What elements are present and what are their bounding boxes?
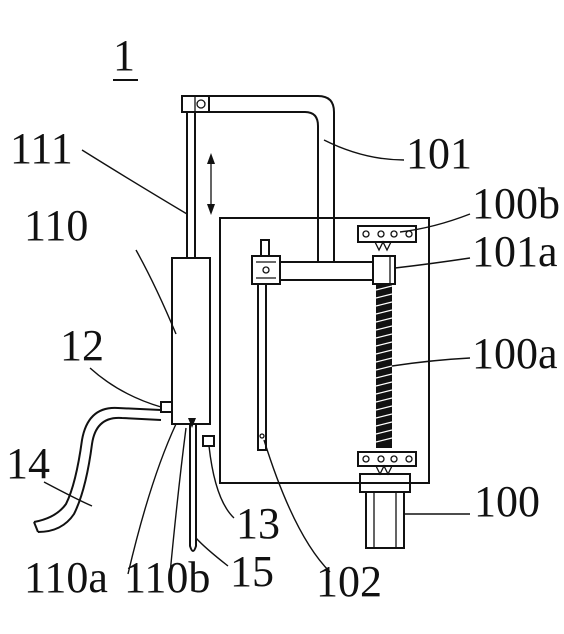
label-110a: 110a — [24, 553, 108, 602]
guide-clamp — [251, 255, 281, 285]
label-101: 101 — [406, 129, 472, 178]
label-100b: 100b — [472, 179, 560, 228]
hose-14 — [33, 406, 162, 533]
base-plate — [219, 217, 430, 484]
label-13: 13 — [236, 499, 280, 548]
bottom-bracket — [357, 451, 417, 476]
leader-lines — [43, 139, 471, 575]
label-100a: 100a — [472, 329, 558, 378]
vertical-rod-111 — [186, 112, 196, 258]
label-14: 14 — [6, 439, 50, 488]
lead-screw-100a — [375, 284, 393, 448]
fitting-13 — [202, 435, 215, 447]
movement-arrow — [207, 153, 215, 215]
label-12: 12 — [60, 321, 104, 370]
fitting-12 — [160, 401, 173, 413]
guide-rod-102 — [257, 239, 270, 451]
label-100: 100 — [474, 477, 540, 526]
label-102: 102 — [316, 557, 382, 606]
label-111: 111 — [10, 124, 73, 173]
label-110: 110 — [24, 201, 88, 250]
probe-15 — [188, 418, 197, 552]
label-15: 15 — [230, 547, 274, 596]
horizontal-link-arm — [280, 261, 372, 281]
top-bracket-100b — [357, 225, 417, 252]
figure-number: 1 — [113, 31, 135, 80]
motor-100 — [359, 473, 411, 549]
cylinder-110 — [171, 257, 211, 425]
label-110b: 110b — [124, 553, 210, 602]
label-101a: 101a — [472, 227, 558, 276]
slider-101a — [372, 255, 396, 285]
